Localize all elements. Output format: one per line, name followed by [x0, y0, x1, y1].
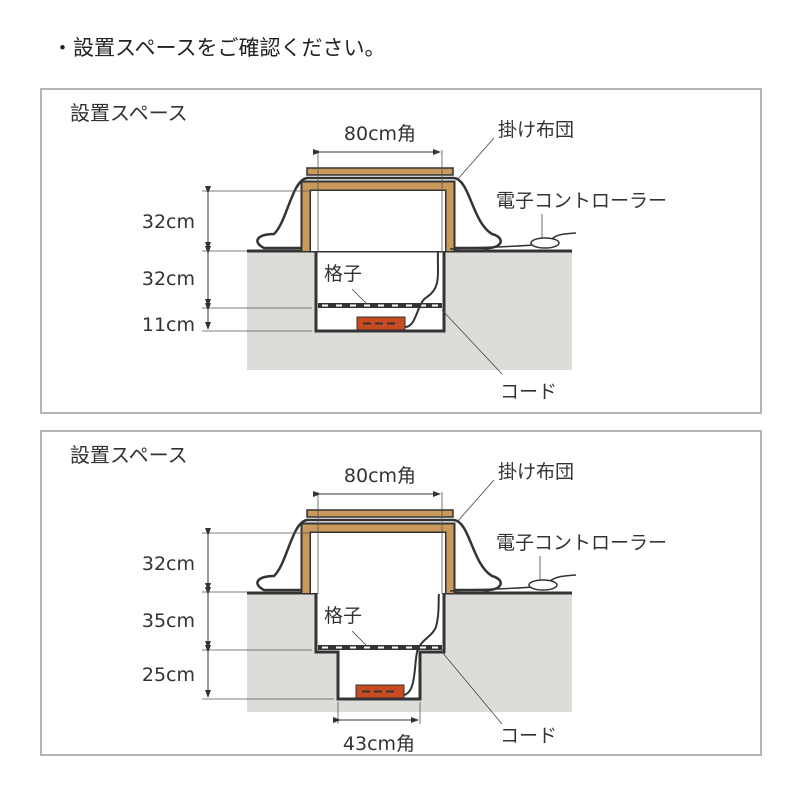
diagram-kotatsu-pit-2: 設置スペース 80cm角 掛け布団 電子コントローラー 格子 コード 43cm角… [70, 443, 667, 755]
panel-installation-space-1: 設置スペース 80cm角 掛け布団 電子コントローラー 格子 コード 32cm … [40, 88, 762, 414]
dim-height-frame: 32cm [142, 211, 195, 233]
panel-title: 設置スペース [70, 101, 188, 125]
diagram-kotatsu-pit-1: 設置スペース 80cm角 掛け布団 電子コントローラー 格子 コード 32cm … [70, 101, 667, 403]
dim-height-frame: 32cm [142, 553, 195, 575]
label-cord: コード [500, 725, 557, 747]
dim-depth-heater: 11cm [142, 314, 195, 336]
label-lattice: 格子 [324, 263, 362, 285]
label-lattice: 格子 [324, 605, 362, 627]
dim-top-width: 80cm角 [344, 465, 416, 487]
page-heading: ・設置スペースをご確認ください。 [52, 36, 386, 60]
label-controller: 電子コントローラー [496, 532, 667, 554]
label-controller: 電子コントローラー [496, 190, 667, 212]
panel-title: 設置スペース [70, 443, 188, 467]
dim-bottom-width: 43cm角 [343, 733, 415, 755]
label-cord: コード [500, 381, 557, 403]
label-futon: 掛け布団 [498, 461, 574, 483]
panel-installation-space-2: 設置スペース 80cm角 掛け布団 電子コントローラー 格子 コード 43cm角… [40, 430, 762, 756]
controller [528, 579, 558, 591]
controller [530, 237, 560, 249]
dim-depth-pit: 35cm [142, 610, 195, 632]
dim-depth-pit: 32cm [142, 268, 195, 290]
tabletop [306, 509, 454, 518]
dim-top-width: 80cm角 [344, 123, 416, 145]
tabletop [306, 167, 454, 176]
dim-depth-heater: 25cm [142, 664, 195, 686]
label-futon: 掛け布団 [498, 119, 574, 141]
